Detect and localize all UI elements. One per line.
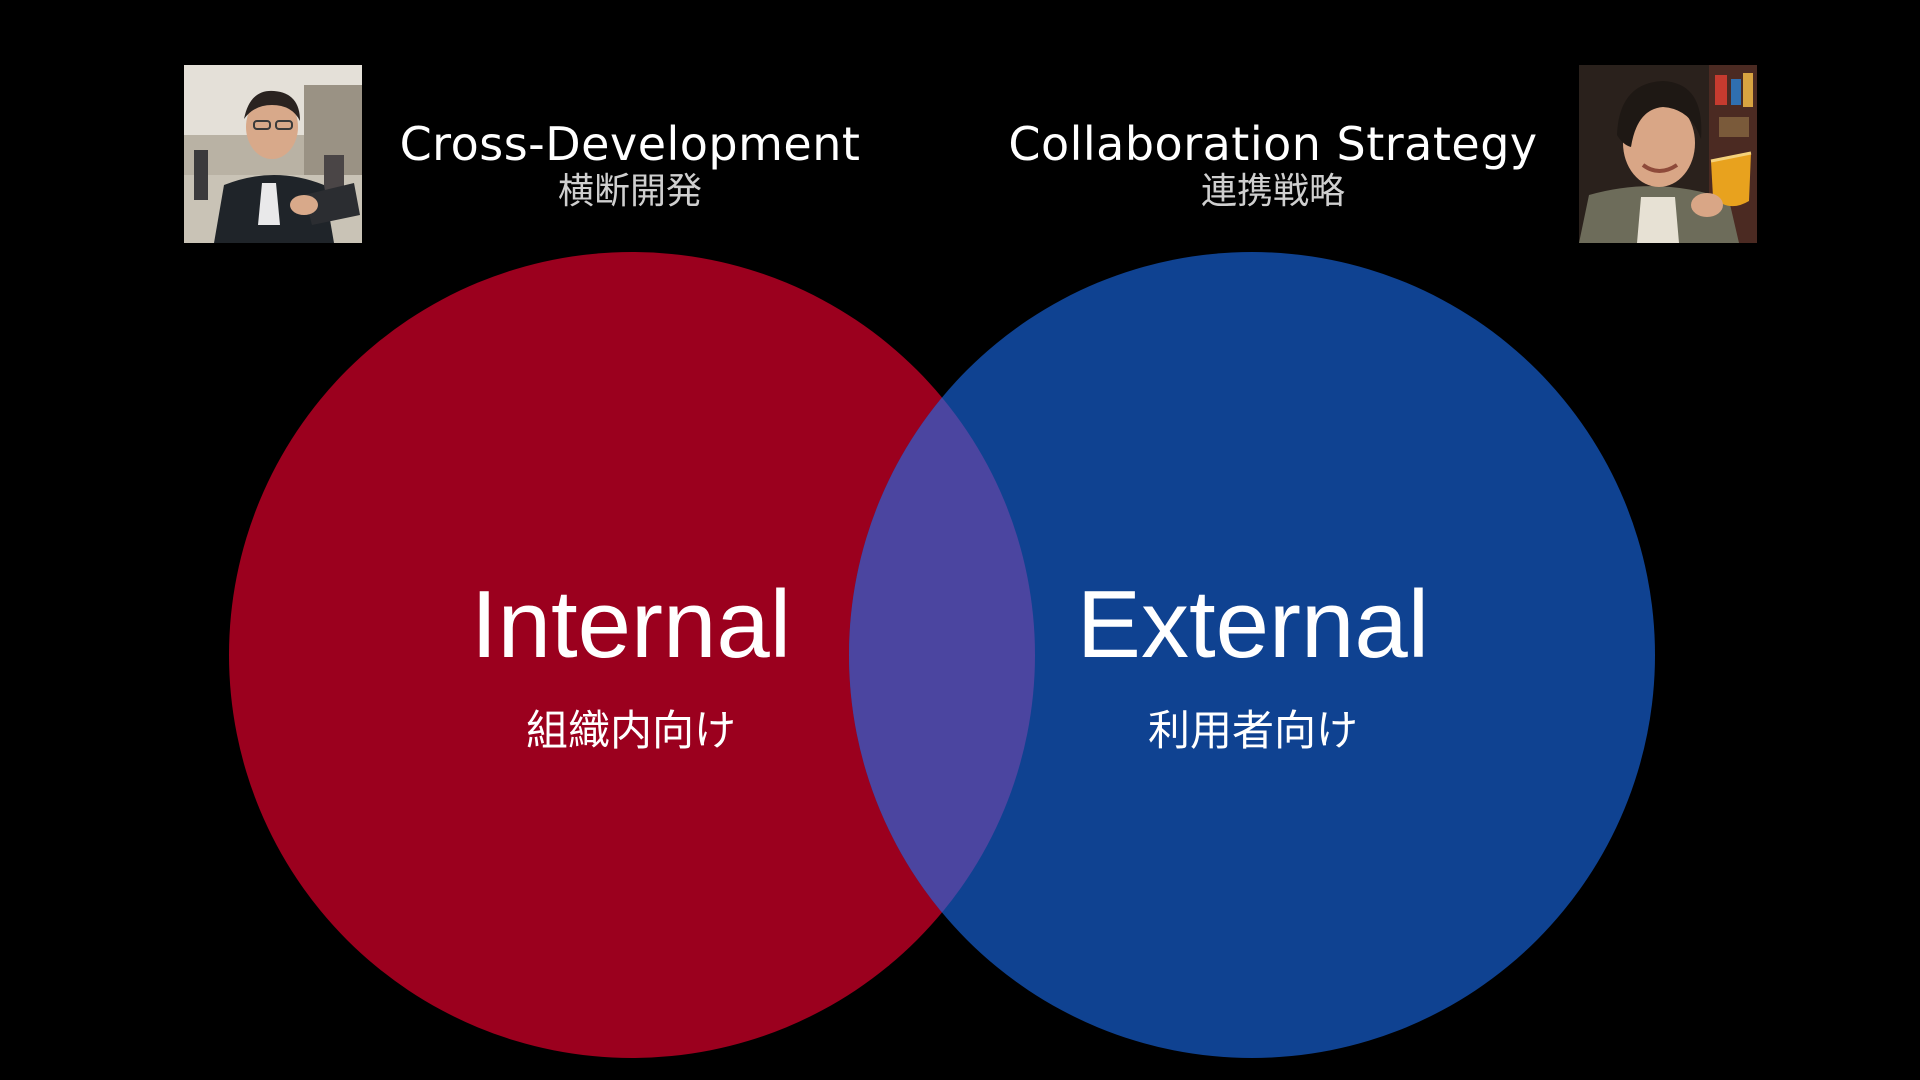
external-label: External	[1076, 571, 1430, 678]
person-photo-icon	[1579, 65, 1757, 243]
left-avatar-photo	[184, 65, 362, 243]
internal-label: Internal	[470, 571, 792, 678]
right-avatar-photo	[1579, 65, 1757, 243]
right-header-subtitle: 連携戦略	[1200, 171, 1345, 212]
right-header-title: Collaboration Strategy	[1008, 117, 1538, 171]
person-photo-icon	[184, 65, 362, 243]
external-circle	[849, 252, 1655, 1058]
right-header: Collaboration Strategy 連携戦略	[1003, 118, 1543, 214]
internal-circle	[229, 252, 1035, 1058]
external-sublabel: 利用者向け	[1147, 706, 1358, 755]
left-header: Cross-Development 横断開発	[395, 118, 865, 214]
left-header-subtitle: 横断開発	[557, 171, 702, 212]
internal-sublabel: 組織内向け	[525, 706, 736, 755]
left-header-title: Cross-Development	[399, 117, 861, 171]
